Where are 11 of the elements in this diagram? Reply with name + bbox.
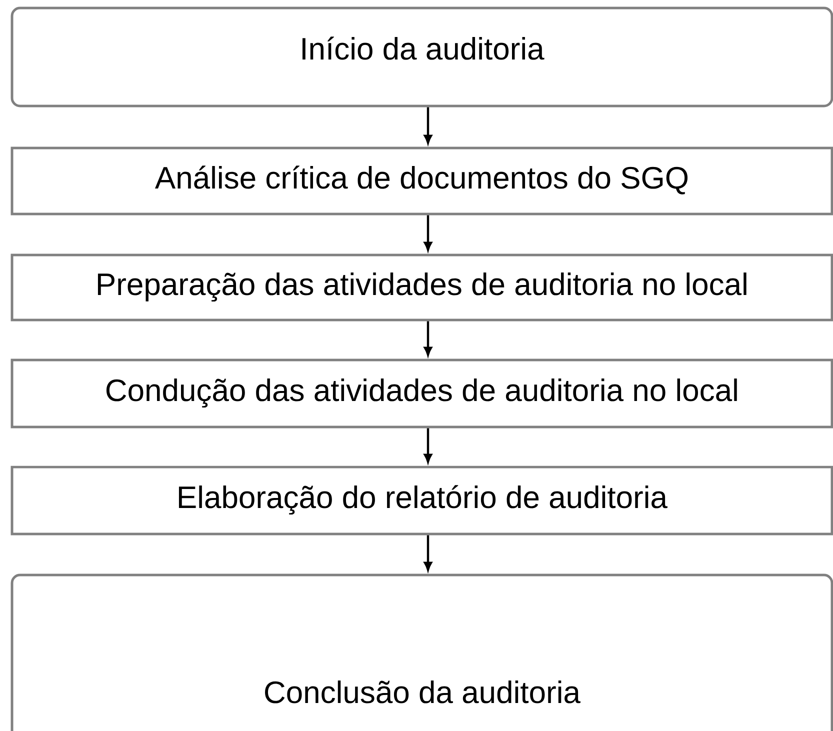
arrow bbox=[424, 107, 432, 144]
arrow bbox=[424, 321, 432, 356]
arrow bbox=[424, 535, 432, 571]
arrow bbox=[424, 215, 432, 251]
start-box: Início da auditoria bbox=[10, 6, 833, 108]
process-box: Condução das atividades de auditoria no local bbox=[10, 358, 833, 428]
process-box: Preparação das atividades de auditoria no local bbox=[10, 254, 833, 322]
process-box: Análise crítica de documentos do SGQ bbox=[10, 146, 833, 216]
arrow bbox=[424, 428, 432, 463]
process-box: Elaboração do relatório de auditoria bbox=[10, 466, 833, 536]
end-box: Conclusão da auditoria bbox=[10, 574, 833, 731]
